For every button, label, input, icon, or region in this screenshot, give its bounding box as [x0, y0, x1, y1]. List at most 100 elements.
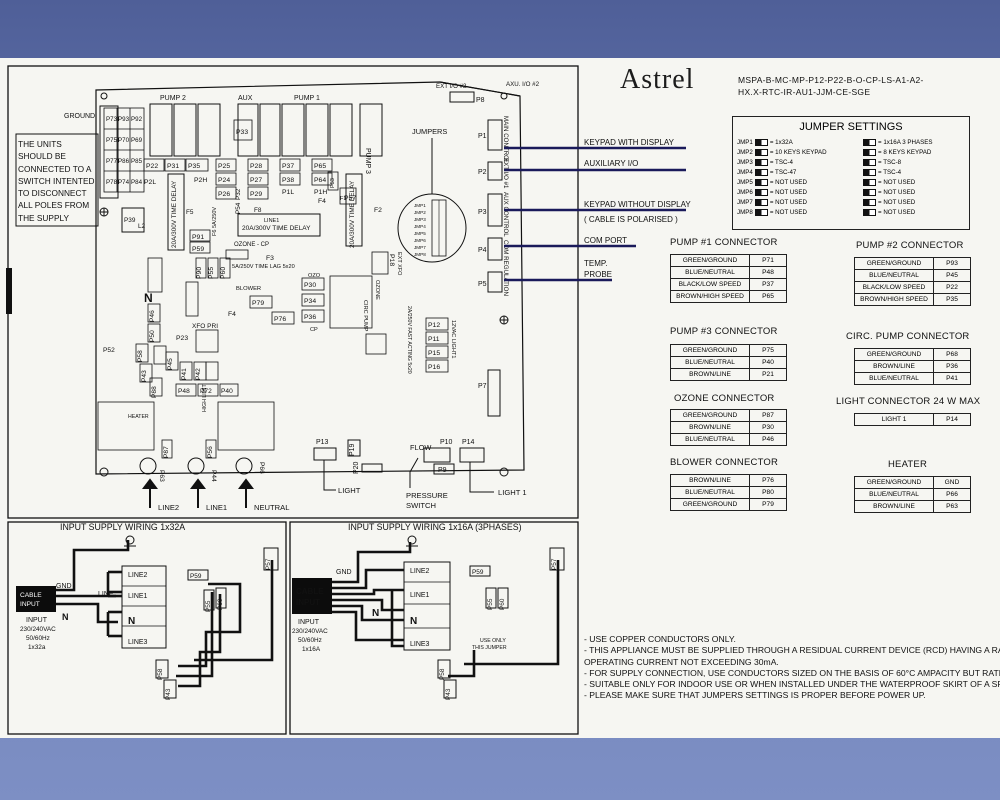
- jmp-row-left-5: JMP5= NOT USED: [737, 179, 807, 186]
- jmp-val: = NOT USED: [769, 199, 808, 207]
- label-neutral-terminal: NEUTRAL: [254, 503, 289, 512]
- jmp-val: = 10 KEYS KEYPAD: [769, 149, 827, 157]
- wiring1-diagram: [16, 535, 279, 699]
- part-p85: P85: [131, 158, 143, 165]
- part-p11: P11: [428, 336, 440, 343]
- cell: P14: [933, 413, 971, 426]
- part-p36: P36: [304, 314, 316, 321]
- part-p22: P22: [146, 163, 158, 170]
- wiring1-input-4: 1x32a: [28, 644, 46, 651]
- part-p55: P55: [208, 267, 215, 279]
- part-p70: P70: [118, 137, 130, 144]
- part-p69: P69: [131, 137, 143, 144]
- cell: P21: [749, 368, 787, 381]
- light-connector-title: LIGHT CONNECTOR 24 W MAX: [836, 396, 981, 407]
- cell: BLUE/NEUTRAL: [670, 266, 750, 279]
- brand-logo: Astrel: [620, 64, 695, 95]
- label-f8-line1: LINE1: [264, 218, 279, 224]
- model-code-line1: MSPA-B-MC-MP-P12-P22-B-O-CP-LS-A1-A2-: [738, 75, 924, 85]
- label-circ-pump: CIRC PUMP: [362, 300, 368, 332]
- cell: BLUE/NEUTRAL: [854, 372, 934, 385]
- jumper-switch-icon: [754, 139, 768, 146]
- jmp-row-left-7: JMP7= NOT USED: [737, 199, 807, 206]
- part-p72: P72: [200, 388, 212, 395]
- part-p38: P38: [282, 177, 294, 184]
- wiring1-input-2: 230/240VAC: [20, 626, 56, 633]
- jmp-id: JMP8: [737, 209, 753, 217]
- label-heater: HEATER: [128, 414, 149, 420]
- cell: BROWN/HIGH SPEED: [854, 293, 934, 306]
- jmp-val: = NOT USED: [878, 189, 916, 197]
- cell: P93: [933, 257, 971, 270]
- port-com-port: COM PORT: [584, 236, 627, 245]
- jmp-row-left-4: JMP4= TSC-47: [737, 169, 796, 176]
- jmp-id: JMP6: [737, 189, 753, 197]
- wiring1-p57: P57: [265, 558, 272, 570]
- part-p41: P41: [181, 368, 188, 380]
- part-p87: P87: [163, 446, 170, 458]
- part-p2: P2: [478, 169, 487, 176]
- cell: BROWN/LINE: [670, 368, 750, 381]
- label-ozone: OZONE: [374, 280, 380, 300]
- jmp-val: = TSC-47: [769, 169, 797, 177]
- part-p39: P39: [124, 217, 136, 224]
- label-f4-top: F4: [318, 198, 326, 205]
- cell: P79: [749, 498, 787, 511]
- wiring2-p58: P58: [439, 668, 446, 680]
- cell: LIGHT 1: [854, 413, 934, 426]
- part-p7: P7: [478, 383, 487, 390]
- part-p10: P10: [440, 439, 453, 446]
- label-p1l: P1L: [282, 189, 294, 196]
- part-p13: P13: [316, 439, 329, 446]
- cell: BLUE/NEUTRAL: [670, 356, 750, 369]
- part-p66: P66: [258, 462, 265, 474]
- part-p84: P84: [131, 179, 143, 186]
- label-ozo: OZO: [308, 273, 321, 279]
- cell: P75: [749, 344, 787, 357]
- terminal-line2: [139, 457, 157, 475]
- label-pump1: PUMP 1: [294, 95, 320, 102]
- wiring2-diagram: [292, 535, 565, 699]
- jmp-val: = NOT USED: [878, 209, 916, 217]
- part-p54: P54: [235, 202, 242, 214]
- part-p88: P88: [151, 386, 158, 398]
- part-p60: P60: [220, 267, 227, 279]
- jmp-val: = 1x32A: [769, 139, 793, 147]
- cell: P37: [749, 278, 787, 291]
- part-p3: P3: [478, 209, 487, 216]
- label-p2h: P2H: [194, 177, 207, 184]
- label-pump3: PUMP 3: [364, 148, 371, 174]
- part-p50: P50: [149, 330, 156, 342]
- part-p12: P12: [428, 322, 440, 329]
- port-aux-io: AUXILIARY I/O: [584, 159, 638, 168]
- jmp-label-1: JMP1: [414, 203, 426, 208]
- wiring1-p59: P59: [190, 573, 202, 580]
- port-keypad-no-display: KEYPAD WITHOUT DISPLAY: [584, 200, 691, 209]
- cell: P35: [933, 293, 971, 306]
- part-p64: P64: [314, 177, 326, 184]
- label-time-delay-right: 20A/300V TIME DELAY: [349, 180, 356, 248]
- wiring1-line2: LINE2: [128, 572, 148, 579]
- jumper-switch-icon: [754, 209, 768, 216]
- note-line-4: - FOR SUPPLY CONNECTION, USE CONDUCTORS …: [584, 667, 1000, 678]
- jmp-val: = NOT USED: [878, 199, 916, 207]
- part-p14: P14: [462, 439, 475, 446]
- jmp-val: = TSC-8: [878, 159, 902, 167]
- part-p1: P1: [478, 133, 487, 140]
- label-com-regulation: COM REGULATION: [502, 240, 509, 296]
- part-p9: P9: [438, 467, 447, 474]
- jmp-val: = NOT USED: [769, 209, 808, 217]
- label-light1-12vac: 12VAC LIGHT1: [450, 320, 456, 358]
- cell: GREEN/GROUND: [854, 476, 934, 489]
- cell: P80: [749, 486, 787, 499]
- part-p56: P56: [207, 446, 214, 458]
- wiring1-p58: P58: [157, 668, 164, 680]
